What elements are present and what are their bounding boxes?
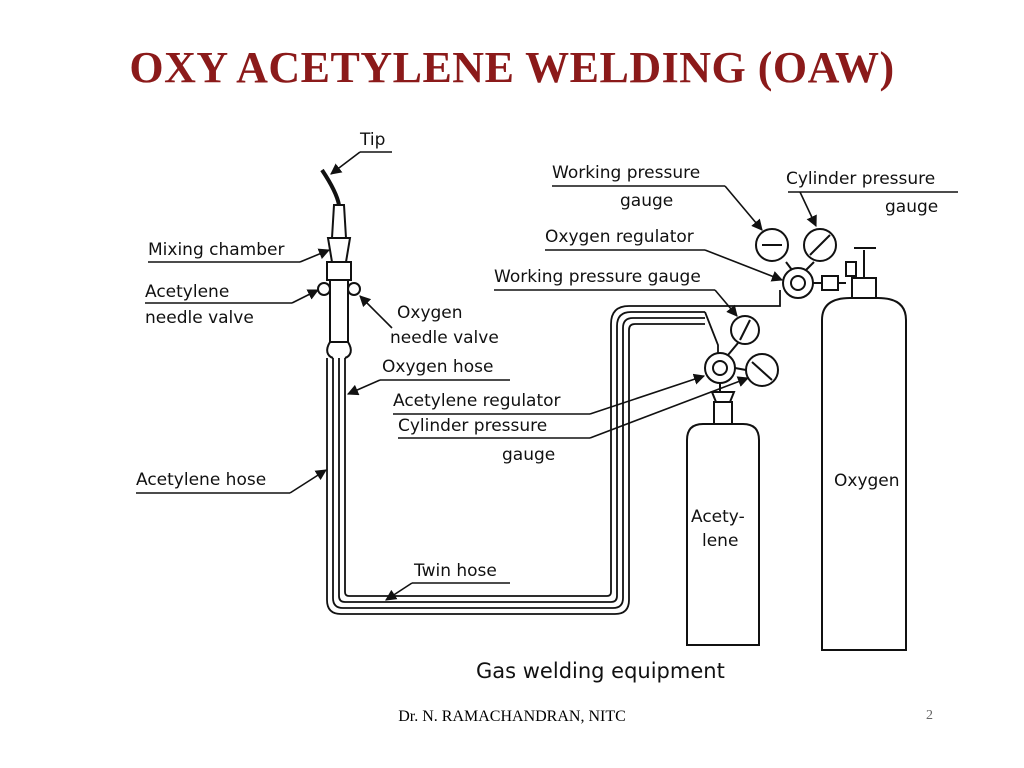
label-oxygen-needle-valve-2: needle valve — [390, 328, 499, 348]
diagram-caption: Gas welding equipment — [476, 659, 725, 683]
label-acetylene-needle-valve-1: Acetylene — [145, 282, 229, 302]
label-cylinder-pressure-gauge-top-2: gauge — [885, 197, 938, 217]
label-acetylene-hose: Acetylene hose — [136, 470, 266, 490]
slide-title: OXY ACETYLENE WELDING (OAW) — [129, 43, 895, 92]
torch-handle — [329, 279, 349, 343]
acetylene-cylinder — [686, 391, 760, 646]
label-cylinder-pressure-gauge-top-1: Cylinder pressure — [786, 169, 935, 189]
welding-torch — [317, 168, 361, 359]
torch-tip — [320, 168, 341, 206]
label-oxygen-hose: Oxygen hose — [382, 357, 493, 377]
label-cylinder-pressure-gauge-low-1: Cylinder pressure — [398, 416, 547, 436]
label-acetylene-cylinder-1: Acety- — [691, 507, 745, 527]
label-working-pressure-gauge-top-1: Working pressure — [552, 163, 700, 183]
label-oxygen-needle-valve-1: Oxygen — [397, 303, 463, 323]
torch-mixing-chamber — [326, 237, 352, 263]
label-oxygen-cylinder: Oxygen — [834, 471, 900, 491]
label-acetylene-cylinder-2: lene — [702, 531, 738, 551]
twin-hose — [326, 290, 781, 615]
acetylene-regulator — [704, 315, 779, 392]
torch-nozzle — [330, 204, 348, 239]
leader-lines — [136, 151, 958, 601]
label-working-pressure-gauge-top-2: gauge — [620, 191, 673, 211]
label-acetylene-needle-valve-2: needle valve — [145, 308, 254, 328]
label-tip: Tip — [359, 130, 385, 150]
label-oxygen-regulator: Oxygen regulator — [545, 227, 694, 247]
oxygen-cylinder — [821, 247, 907, 651]
label-cylinder-pressure-gauge-low-2: gauge — [502, 445, 555, 465]
footer-author: Dr. N. RAMACHANDRAN, NITC — [398, 708, 626, 725]
label-twin-hose: Twin hose — [413, 561, 497, 581]
acetylene-valve-knob — [317, 282, 331, 296]
label-working-pressure-gauge-mid: Working pressure gauge — [494, 267, 701, 287]
torch-valve-block — [326, 261, 352, 281]
oxygen-valve-knob — [347, 282, 361, 296]
page-number: 2 — [926, 708, 933, 723]
label-mixing-chamber: Mixing chamber — [148, 240, 284, 260]
label-acetylene-regulator: Acetylene regulator — [393, 391, 561, 411]
hose-connector — [326, 341, 352, 359]
oxygen-regulator — [755, 228, 846, 299]
